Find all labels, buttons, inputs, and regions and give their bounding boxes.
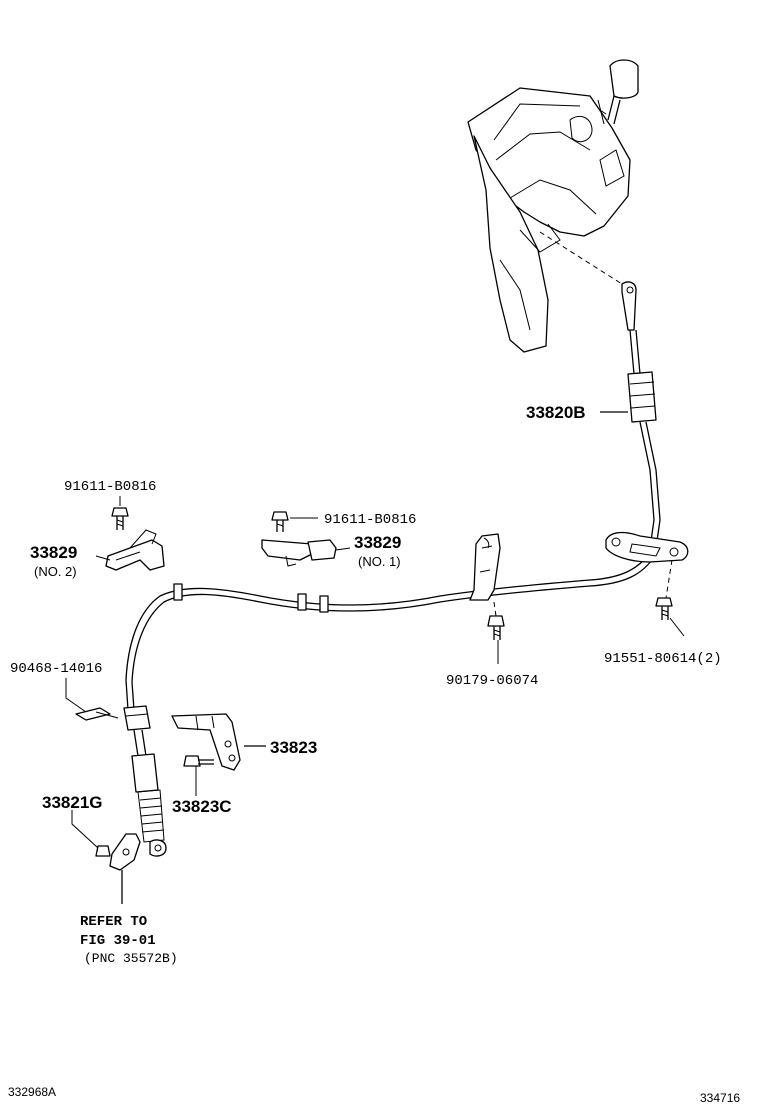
clip-icon: [75, 707, 119, 721]
bolt-mid-icon: [271, 511, 289, 532]
label-clamp-no1: 33829: [354, 533, 401, 552]
label-33823: 33823: [270, 738, 317, 757]
bracket-33823: [171, 713, 241, 771]
label-refer-1: REFER TO: [80, 914, 147, 930]
label-bolt-left: 91611-B0816: [64, 479, 156, 495]
nut-icon: [95, 845, 111, 857]
label-bolt-mid: 91611-B0816: [324, 512, 416, 528]
connection-leader: [539, 231, 623, 285]
diagram-code-left: 332968A: [8, 1085, 56, 1099]
label-refer-2: FIG 39-01: [80, 933, 156, 949]
plate-bolt-icon: [655, 597, 673, 620]
shift-lever-assembly: [467, 59, 639, 353]
label-clamp-no1-sub: (NO. 1): [358, 554, 401, 569]
clamp-no1: [261, 539, 337, 567]
cable-upper-end: [621, 281, 661, 549]
transmission-lever: [109, 833, 141, 871]
cable-mounting-plate: [605, 531, 689, 563]
label-33821g: 33821G: [42, 793, 103, 812]
cable-grommets: [173, 583, 329, 613]
label-bracket-bolt: 90179-06074: [446, 673, 538, 689]
bracket-bolt-icon: [487, 615, 505, 640]
diagram-code-right: 334716: [700, 1091, 740, 1105]
plate-bolt-leader: [665, 559, 673, 599]
clamp-no2: [105, 529, 165, 571]
label-clamp-no2-sub: (NO. 2): [34, 564, 77, 579]
transmission-shift-cable: [125, 547, 654, 711]
bracket-bolt-33823c-icon: [183, 755, 214, 767]
label-clip: 90468-14016: [10, 661, 102, 677]
label-33820b: 33820B: [526, 403, 586, 422]
label-clamp-no2: 33829: [30, 543, 77, 562]
bolt-left-icon: [111, 507, 129, 530]
center-cable-bracket: [469, 533, 501, 601]
label-refer-3: (PNC 35572B): [84, 951, 178, 966]
label-33823c: 33823C: [172, 797, 232, 816]
label-plate-bolt: 91551-80614(2): [604, 651, 722, 667]
cable-lower-end: [123, 705, 167, 857]
bracket-bolt-leader: [493, 601, 497, 617]
